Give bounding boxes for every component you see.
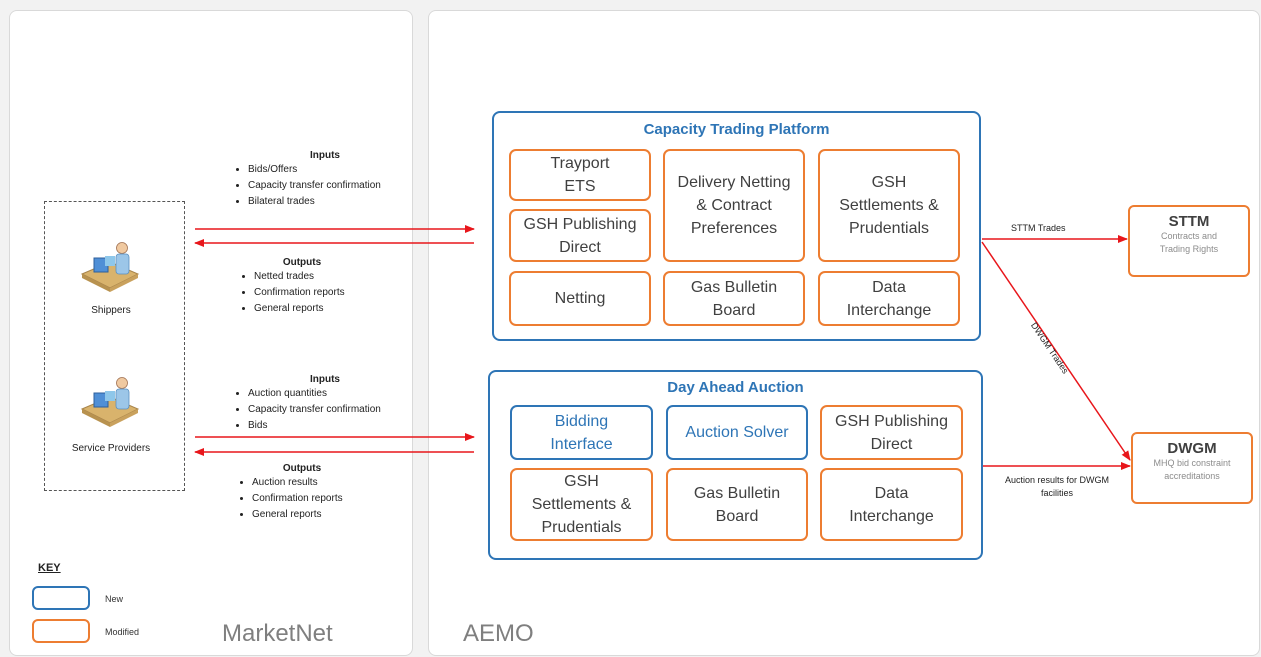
provider-outputs-list: Auction results Confirmation reports Gen… [236, 475, 343, 523]
dwgm-box: DWGM MHQ bid constraint accreditations [1131, 432, 1253, 504]
list-item: Confirmation reports [254, 285, 345, 301]
list-item: Bids [248, 418, 381, 434]
provider-inputs-title: Inputs [310, 374, 340, 385]
list-item: General reports [252, 507, 343, 523]
key-title: KEY [38, 562, 61, 574]
service-provider-workstation-icon [80, 377, 140, 427]
ctp-title: Capacity Trading Platform [643, 121, 830, 138]
list-item: Auction quantities [248, 386, 381, 402]
aemo-label: AEMO [463, 620, 534, 647]
daa-settlements-box: GSH Settlements & Prudentials [510, 468, 653, 541]
dwgm-trades-arrow [981, 241, 1131, 461]
list-item: General reports [254, 301, 345, 317]
ctp-publishing-box: GSH Publishing Direct [509, 209, 651, 262]
list-item: Capacity transfer confirmation [248, 178, 381, 194]
key-modified-swatch [32, 619, 90, 643]
daa-publishing-box: GSH Publishing Direct [820, 405, 963, 460]
key-new-label: New [105, 594, 124, 604]
list-item: Bilateral trades [248, 194, 381, 210]
list-item: Netted trades [254, 269, 345, 285]
daa-bulletin-box: Gas Bulletin Board [666, 468, 808, 541]
marketnet-label: MarketNet [222, 620, 333, 647]
list-item: Auction results [252, 475, 343, 491]
list-item: Confirmation reports [252, 491, 343, 507]
sttm-box: STTM Contracts and Trading Rights [1128, 205, 1250, 277]
shipper-outputs-list: Netted trades Confirmation reports Gener… [238, 269, 345, 317]
marketnet-panel [9, 10, 413, 656]
auction-results-label: Auction results for DWGM facilities [1004, 475, 1110, 498]
provider-outputs-title: Outputs [282, 463, 322, 474]
ctp-interchange-box: Data Interchange [818, 271, 960, 326]
service-providers-label: Service Providers [71, 443, 151, 454]
key-new-swatch [32, 586, 90, 610]
shipper-inputs-list: Bids/Offers Capacity transfer confirmati… [232, 162, 381, 210]
list-item: Bids/Offers [248, 162, 381, 178]
sttm-title: STTM [1168, 213, 1210, 230]
delivery-netting-box: Delivery Netting & Contract Preferences [663, 149, 805, 262]
sttm-trades-label: STTM Trades [1011, 223, 1066, 233]
sttm-subtitle: Contracts and Trading Rights [1159, 231, 1219, 254]
list-item: Capacity transfer confirmation [248, 402, 381, 418]
provider-inputs-list: Auction quantities Capacity transfer con… [232, 386, 381, 434]
shipper-outputs-title: Outputs [282, 257, 322, 268]
dwgm-subtitle: MHQ bid constraint accreditations [1153, 458, 1231, 481]
daa-title: Day Ahead Auction [667, 379, 804, 396]
ctp-bulletin-box: Gas Bulletin Board [663, 271, 805, 326]
bidding-interface-box: Bidding Interface [510, 405, 653, 460]
ctp-settlements-box: GSH Settlements & Prudentials [818, 149, 960, 262]
dwgm-title: DWGM [1167, 440, 1217, 457]
trayport-ets-box: Trayport ETS [509, 149, 651, 201]
auction-solver-box: Auction Solver [666, 405, 808, 460]
key-modified-label: Modified [105, 627, 140, 637]
netting-box: Netting [509, 271, 651, 326]
participants-box [44, 201, 185, 491]
shipper-inputs-title: Inputs [310, 150, 340, 161]
daa-interchange-box: Data Interchange [820, 468, 963, 541]
shipper-workstation-icon [80, 242, 140, 292]
shippers-label: Shippers [91, 305, 131, 316]
